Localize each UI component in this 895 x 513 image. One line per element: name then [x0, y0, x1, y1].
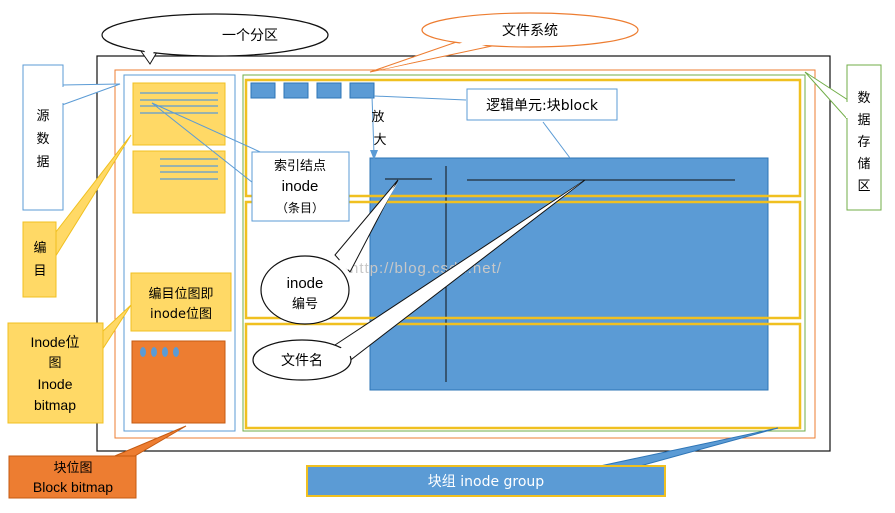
- inode-number-text-1: inode: [287, 275, 324, 292]
- data-storage-label: 数 据 存 储 区: [857, 91, 870, 194]
- catalog-callout: [22, 221, 57, 298]
- inode-bitmap-label: Inode位 图 Inode bitmap: [30, 334, 79, 413]
- filename-text: 文件名: [281, 353, 323, 369]
- partition-callout: [101, 13, 329, 57]
- logical-blocks: [250, 82, 375, 99]
- logic-unit-label: 逻辑单元:块block: [486, 98, 599, 114]
- inode-bitmap-callout-tail: [101, 304, 132, 352]
- catalog-callout-tail: [51, 134, 132, 264]
- catalog-entry-1-lines: [140, 92, 218, 114]
- filesystem-callout: [421, 12, 639, 48]
- enlarge-label-1: 放: [371, 110, 384, 125]
- connector-arrows: [151, 95, 571, 199]
- block-bitmap-label-2: Block bitmap: [33, 479, 113, 495]
- block-bitmap-dots: [140, 347, 179, 357]
- svg-text:编: 编: [33, 241, 46, 256]
- block-bitmap-label-1: 块位图: [53, 461, 92, 476]
- metadata-column: [123, 74, 236, 432]
- svg-text:据: 据: [857, 113, 870, 128]
- svg-text:数: 数: [857, 91, 870, 106]
- block-group-callout-tail: [599, 427, 779, 467]
- svg-text:Inode位: Inode位: [30, 334, 79, 350]
- svg-text:储: 储: [857, 157, 870, 172]
- svg-text:Inode: Inode: [37, 376, 72, 392]
- enlarge-label-2: 大: [373, 133, 386, 148]
- filename-callout: [252, 339, 352, 381]
- index-node-box: [251, 151, 350, 222]
- block-group-bar: [306, 465, 666, 497]
- data-storage-callout-tail: [804, 71, 849, 122]
- catalog-label: 编 目: [33, 241, 46, 279]
- svg-text:据: 据: [36, 155, 49, 170]
- watermark: http://blog.csdn.net/: [350, 260, 502, 277]
- index-node-text-2: inode: [282, 178, 319, 195]
- source-data-callout: [22, 64, 64, 211]
- arrow-head-enlarge: [370, 150, 378, 160]
- svg-text:区: 区: [857, 179, 870, 194]
- source-data-label: 源 数 据: [36, 109, 49, 170]
- svg-text:源: 源: [36, 109, 49, 124]
- filesystem-label: 文件系统: [502, 23, 558, 39]
- svg-text:目: 目: [33, 264, 46, 279]
- block-group-rows: [244, 78, 802, 430]
- catalog-bitmap-text-2: inode位图: [150, 307, 212, 322]
- catalog-entry-2: [132, 150, 226, 214]
- block-group-label: 块组 inode group: [428, 474, 545, 490]
- catalog-bitmap-text-1: 编目位图即: [148, 287, 213, 302]
- source-data-callout-tail: [61, 83, 121, 106]
- data-storage-callout: [846, 64, 882, 211]
- svg-text:存: 存: [857, 135, 870, 150]
- index-node-text-1: 索引结点: [274, 159, 326, 174]
- catalog-entry-2-lines: [160, 158, 218, 180]
- inode-bitmap-callout: [7, 322, 104, 424]
- svg-text:bitmap: bitmap: [34, 397, 76, 413]
- logic-unit-box: [466, 88, 618, 121]
- svg-text:图: 图: [48, 356, 61, 371]
- filesystem-frame: [114, 69, 816, 439]
- inode-number-text-2: 编号: [292, 297, 318, 312]
- catalog-bitmap-box: [130, 272, 232, 332]
- catalog-entry-1: [132, 82, 226, 146]
- partition-frame: [96, 55, 831, 452]
- block-bitmap-callout: [8, 455, 137, 499]
- index-node-text-3: （条目）: [276, 201, 324, 215]
- inode-number-callout: [260, 255, 350, 325]
- svg-text:数: 数: [36, 132, 49, 147]
- data-region: [242, 74, 806, 432]
- partition-label: 一个分区: [222, 28, 278, 44]
